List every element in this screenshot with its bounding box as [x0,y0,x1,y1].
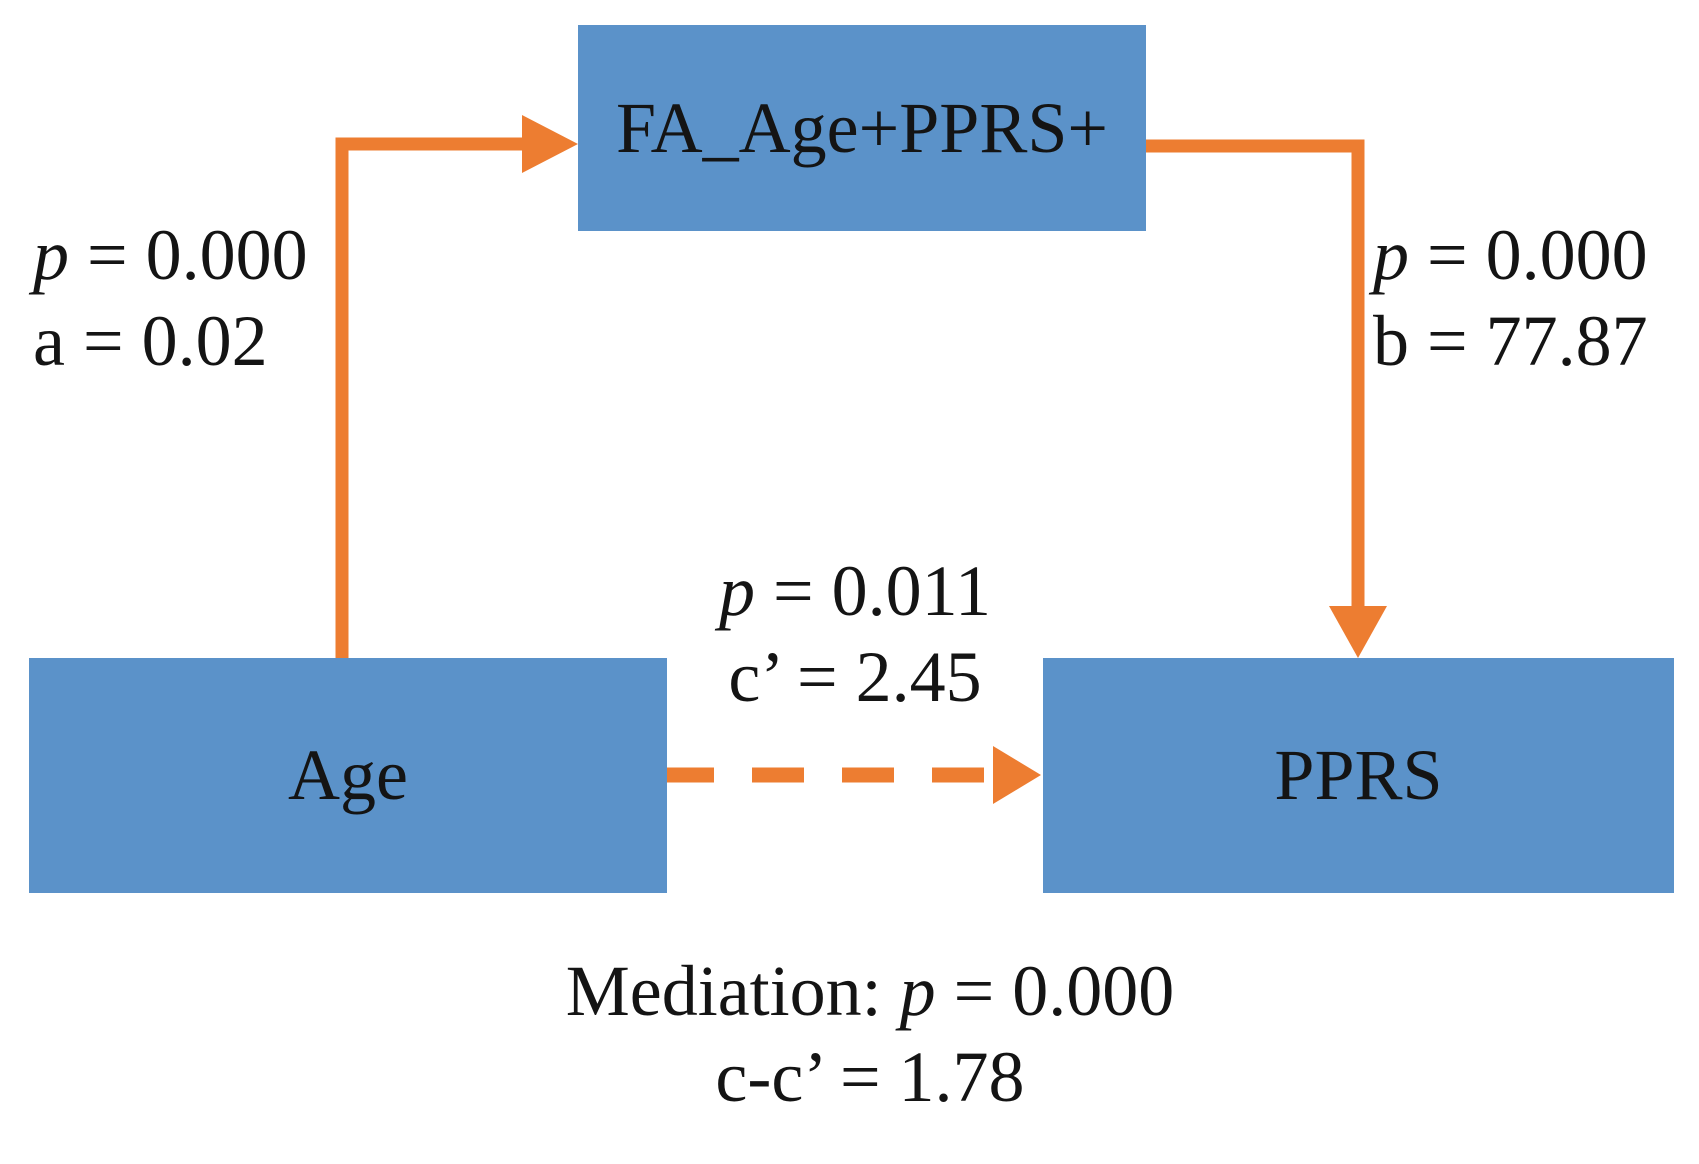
predictor-box: Age [29,658,667,893]
mediator-box-label: FA_Age+PPRS+ [615,87,1108,168]
path-c-prime-coef-line: c’ = 2.45 [728,637,982,717]
path-c-prime-p-value: = 0.011 [755,551,991,631]
mediation-p-line: Mediation: p = 0.000 [420,948,1320,1034]
path-b-p-symbol: p [1373,215,1409,295]
path-c-prime-p-line: p = 0.011 [605,548,1105,634]
path-c-prime-arrowhead-icon [993,746,1041,804]
path-a-p-line: p = 0.000 [33,212,308,298]
path-c-prime-p-symbol: p [719,551,756,631]
path-a-arrowhead-icon [522,115,578,173]
mediation-stats-label: Mediation: p = 0.000 c-c’ = 1.78 [420,948,1320,1120]
mediation-p-symbol: p [899,951,936,1031]
mediator-box: FA_Age+PPRS+ [578,25,1146,231]
path-b-p-line: p = 0.000 [1373,212,1648,298]
path-a-arrow [335,115,578,659]
path-a-p-symbol: p [33,215,69,295]
mediation-coef-line: c-c’ = 1.78 [715,1037,1025,1117]
outcome-box: PPRS [1043,658,1674,893]
path-b-line [1146,139,1365,608]
outcome-box-label: PPRS [1274,735,1443,815]
path-a-coef-line: a = 0.02 [33,301,268,381]
mediation-prefix: Mediation: [565,951,900,1031]
predictor-box-label: Age [288,735,408,815]
path-c-prime-stats-label: p = 0.011 c’ = 2.45 [605,548,1105,720]
path-b-p-value: = 0.000 [1409,215,1648,295]
path-a-p-value: = 0.000 [69,215,308,295]
path-b-stats-label: p = 0.000 b = 77.87 [1373,212,1648,384]
path-c-prime-arrow [662,746,1041,804]
path-b-arrow [1146,139,1387,658]
mediation-p-value: = 0.000 [935,951,1175,1031]
path-b-coef-line: b = 77.87 [1373,301,1648,381]
path-a-stats-label: p = 0.000 a = 0.02 [33,212,308,384]
path-a-line [335,137,524,659]
path-b-arrowhead-icon [1329,606,1387,658]
